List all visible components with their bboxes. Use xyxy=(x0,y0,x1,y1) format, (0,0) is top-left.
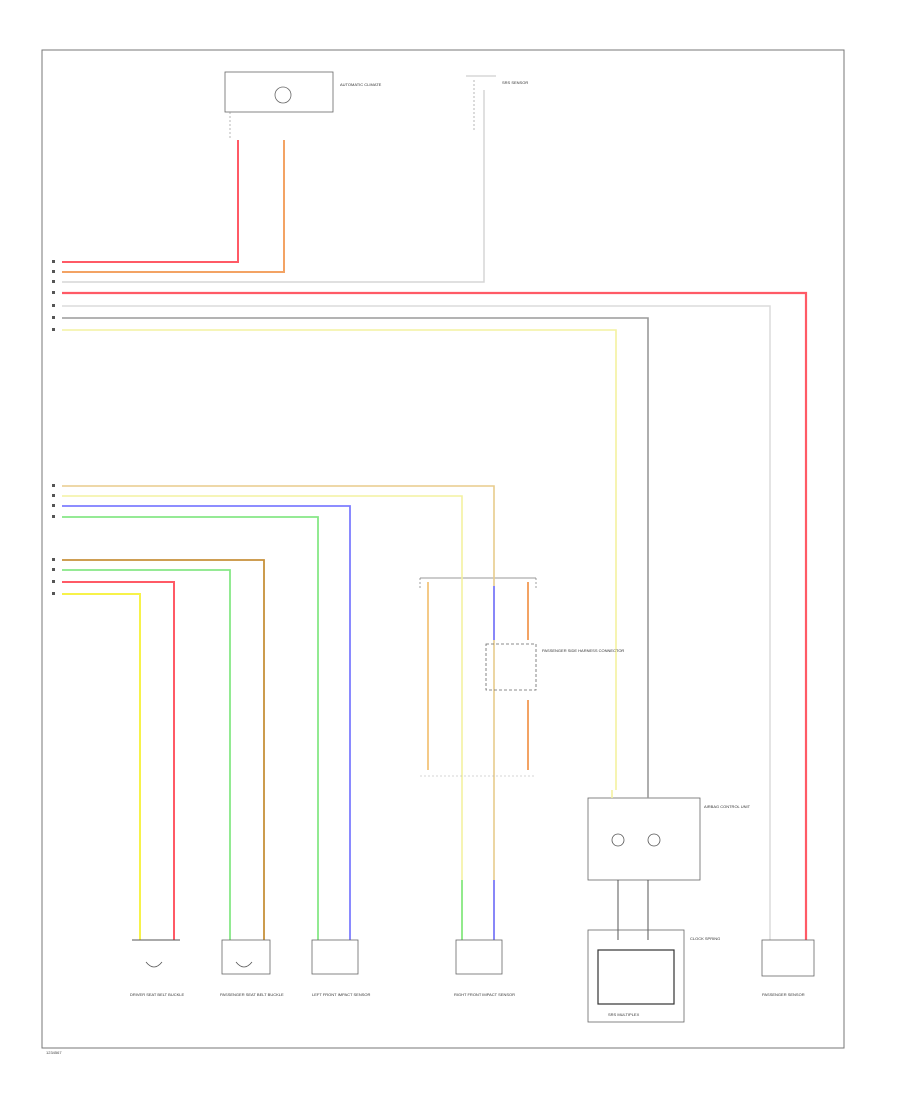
top-left-component-label: AUTOMATIC CLIMATE xyxy=(340,82,382,87)
footer-code: 1234567 xyxy=(46,1050,62,1055)
wire-gray-long xyxy=(62,317,649,790)
top-bus-markers xyxy=(52,260,55,331)
top-right-component-label: SRS SENSOR xyxy=(502,80,528,85)
multi-sensor-label: SRS MULTIPLEX xyxy=(608,1012,640,1017)
passenger-sensor: PASSENGER SENSOR xyxy=(761,939,815,997)
right-front-sensor: RIGHT FRONT IMPACT SENSOR xyxy=(454,939,515,997)
wire-red-top xyxy=(62,140,239,263)
wire-tan-mid xyxy=(62,485,495,576)
clock-spring-label: CLOCK SPRING xyxy=(690,936,720,941)
airbag-control-module: AIRBAG CONTROL UNIT xyxy=(587,790,751,940)
lower-bus-markers xyxy=(52,558,55,595)
right-sensor-label: RIGHT FRONT IMPACT SENSOR xyxy=(454,992,515,997)
left-front-sensor: LEFT FRONT IMPACT SENSOR xyxy=(311,939,370,997)
top-right-component: SRS SENSOR xyxy=(466,75,528,130)
passenger-sensor-label: PASSENGER SENSOR xyxy=(762,992,805,997)
wire-red-long xyxy=(62,291,808,940)
wire-blue-mid xyxy=(62,505,351,940)
middle-bus-markers xyxy=(52,484,55,518)
center-connector-assembly: PASSENGER SIDE HARNESS CONNECTOR xyxy=(419,576,624,940)
passenger-buckle: PASSENGER SEAT BELT BUCKLE xyxy=(220,939,284,997)
wire-green-low xyxy=(62,569,231,940)
clock-spring-assembly: CLOCK SPRING SRS MULTIPLEX xyxy=(587,929,720,1023)
diagram-border xyxy=(41,49,845,1049)
passenger-buckle-label: PASSENGER SEAT BELT BUCKLE xyxy=(220,992,284,997)
wire-orange-top xyxy=(62,140,285,273)
wire-yellow-low xyxy=(62,593,141,940)
harness-connector-label: PASSENGER SIDE HARNESS CONNECTOR xyxy=(542,648,624,653)
lower-harness-bus xyxy=(62,559,265,940)
wire-lightyellow-long xyxy=(62,329,617,790)
wire-green-mid xyxy=(62,516,319,940)
wire-white-long xyxy=(62,305,771,940)
airbag-control-label: AIRBAG CONTROL UNIT xyxy=(704,804,751,809)
middle-harness-bus xyxy=(62,485,495,940)
wire-lightyellow-mid xyxy=(62,495,463,576)
driver-buckle-label: DRIVER SEAT BELT BUCKLE xyxy=(130,992,184,997)
wire-white-top xyxy=(62,90,485,283)
left-sensor-label: LEFT FRONT IMPACT SENSOR xyxy=(312,992,370,997)
top-left-component: AUTOMATIC CLIMATE xyxy=(224,71,382,140)
top-harness-bus xyxy=(62,90,808,940)
wire-red-low xyxy=(62,581,175,940)
driver-buckle: DRIVER SEAT BELT BUCKLE xyxy=(130,939,184,997)
wire-brown-low xyxy=(62,559,265,940)
